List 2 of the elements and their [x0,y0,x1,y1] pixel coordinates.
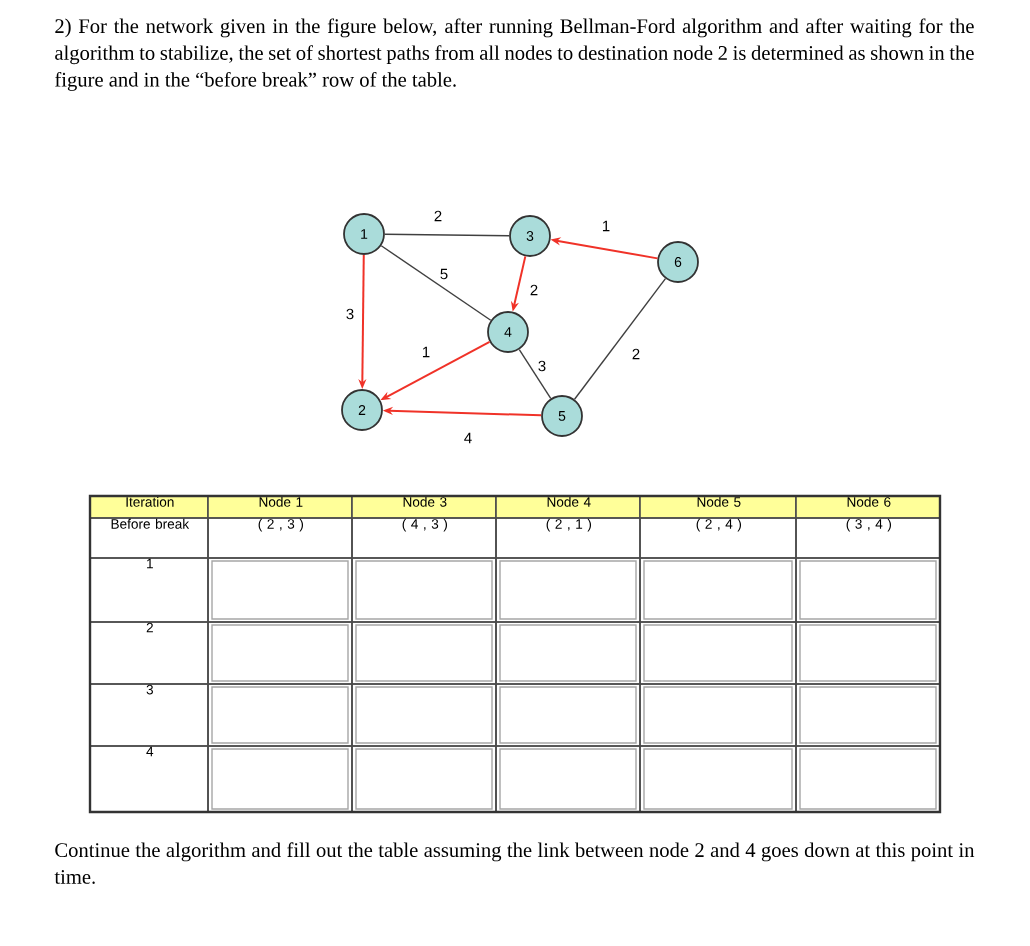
question-text: Continue the algorithm and fill out the table assuming the link between node 2 and 4 goes down at this point in time. [54,842,975,884]
question-text: 2) For the network given in the figure below, after running Bellman-Ford algorithm and after waiting for the algorithm to stabilize, the set of shortest paths from all nodes to destination node 2 is determined as shown in the figure and in the “before break” row of the table. [55,18,974,91]
